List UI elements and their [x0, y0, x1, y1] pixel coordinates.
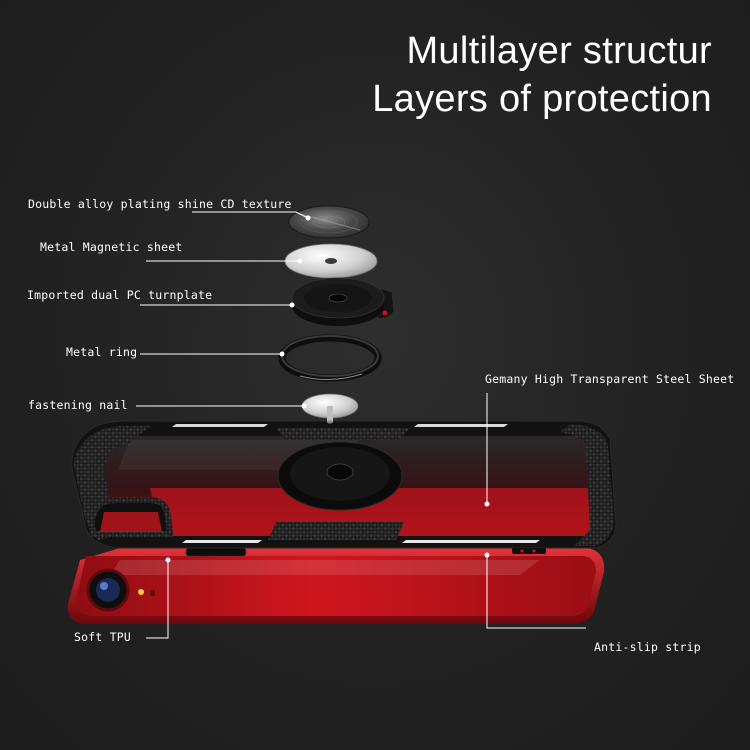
- pc-turnplate: [291, 277, 395, 326]
- fastening-nail: [301, 393, 359, 424]
- red-phone: [67, 548, 605, 624]
- metal-ring: [278, 334, 382, 382]
- label-cd-texture: Double alloy plating shine CD texture: [28, 197, 292, 211]
- leader-lines: [136, 211, 586, 639]
- label-turnplate: Imported dual PC turnplate: [27, 288, 213, 302]
- label-anti-slip: Anti-slip strip: [594, 640, 701, 654]
- label-fastening-nail: fastening nail: [28, 398, 128, 412]
- label-steel-sheet: Gemany High Transparent Steel Sheet: [485, 372, 735, 386]
- headline-protection: Layers of protection: [372, 78, 712, 120]
- flash-icon: [138, 589, 144, 595]
- label-soft-tpu: Soft TPU: [74, 630, 131, 644]
- headline-multilayer: Multilayer structur: [406, 30, 712, 72]
- label-magnetic-sheet: Metal Magnetic sheet: [40, 240, 183, 254]
- leader-dots: [165, 215, 490, 563]
- label-metal-ring: Metal ring: [66, 345, 138, 359]
- phone-case: [71, 420, 617, 557]
- cd-texture-disc: [288, 205, 370, 239]
